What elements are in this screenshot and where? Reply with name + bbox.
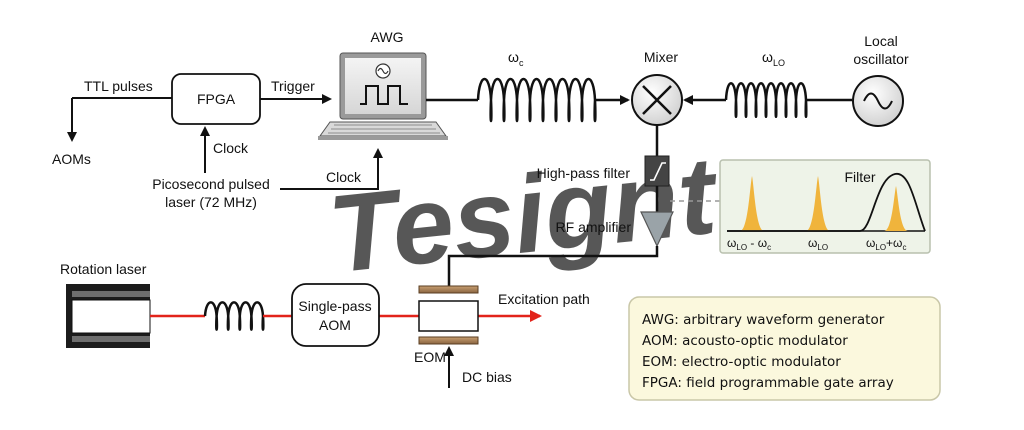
legend-item: EOM: electro-optic modulator bbox=[642, 354, 841, 370]
clock-awg-line bbox=[280, 148, 383, 190]
dc-bias-label: DC bias bbox=[462, 369, 512, 385]
laser-beam bbox=[150, 301, 542, 331]
abbreviation-legend: AWG: arbitrary waveform generator AOM: a… bbox=[628, 296, 941, 401]
awg-label: AWG bbox=[371, 29, 404, 45]
mixer: Mixer bbox=[631, 49, 683, 126]
lo-signal-path: ωLO bbox=[683, 49, 852, 119]
aoms-label: AOMs bbox=[52, 151, 91, 167]
fpga-block: FPGA bbox=[171, 73, 261, 125]
filter-peak-1 bbox=[740, 176, 764, 231]
eom-block: EOM bbox=[414, 285, 479, 365]
ps-laser-label-1: Picosecond pulsed bbox=[152, 176, 270, 192]
aom-block: Single-pass AOM bbox=[291, 283, 380, 347]
excitation-path-label: Excitation path bbox=[498, 291, 590, 307]
eom-label: EOM bbox=[414, 349, 446, 365]
clock-fpga-label: Clock bbox=[213, 140, 249, 156]
rf-amplifier: RF amplifier bbox=[556, 211, 674, 248]
ttl-pulses-label: TTL pulses bbox=[84, 78, 153, 94]
filter-inset: Filter ωLO - ωc ωLO ωLO+ωc bbox=[719, 159, 931, 254]
omega-c-label: ωc bbox=[508, 49, 524, 68]
highpass-filter: High-pass filter bbox=[537, 155, 670, 187]
local-osc-label-2: oscillator bbox=[853, 51, 909, 67]
aom-label-2: AOM bbox=[319, 317, 351, 333]
awg-device: AWG bbox=[318, 29, 448, 140]
filter-response-curve bbox=[727, 173, 926, 232]
amp-to-eom-line bbox=[447, 246, 659, 286]
filter-peak-2-label: ωLO bbox=[808, 236, 828, 252]
filter-peak-1-label: ωLO - ωc bbox=[727, 236, 771, 252]
ttl-output: TTL pulses AOMs bbox=[52, 78, 172, 167]
filter-peak-3-label: ωLO+ωc bbox=[866, 236, 906, 252]
rotation-laser: Rotation laser bbox=[60, 261, 151, 348]
fpga-label: FPGA bbox=[197, 91, 236, 107]
legend-item: AWG: arbitrary waveform generator bbox=[642, 312, 885, 328]
omega-lo-label: ωLO bbox=[762, 49, 785, 68]
local-oscillator: Local oscillator bbox=[852, 33, 909, 127]
aom-label-1: Single-pass bbox=[298, 298, 371, 314]
legend-item: FPGA: field programmable gate array bbox=[642, 375, 894, 391]
rf-signal-path: ωc bbox=[426, 49, 630, 123]
filter-peak-2 bbox=[806, 176, 830, 231]
rotation-laser-label: Rotation laser bbox=[60, 261, 147, 277]
legend-item: AOM: acousto-optic modulator bbox=[642, 333, 848, 349]
clock-awg-label: Clock bbox=[326, 169, 362, 185]
ps-laser-label-2: laser (72 MHz) bbox=[165, 194, 257, 210]
rf-amp-label: RF amplifier bbox=[556, 219, 632, 235]
mixer-label: Mixer bbox=[644, 49, 679, 65]
filter-inset-title: Filter bbox=[844, 169, 875, 185]
local-osc-label-1: Local bbox=[864, 33, 897, 49]
filter-peak-3 bbox=[884, 186, 908, 231]
trigger-label: Trigger bbox=[271, 78, 315, 94]
highpass-label: High-pass filter bbox=[537, 165, 631, 181]
